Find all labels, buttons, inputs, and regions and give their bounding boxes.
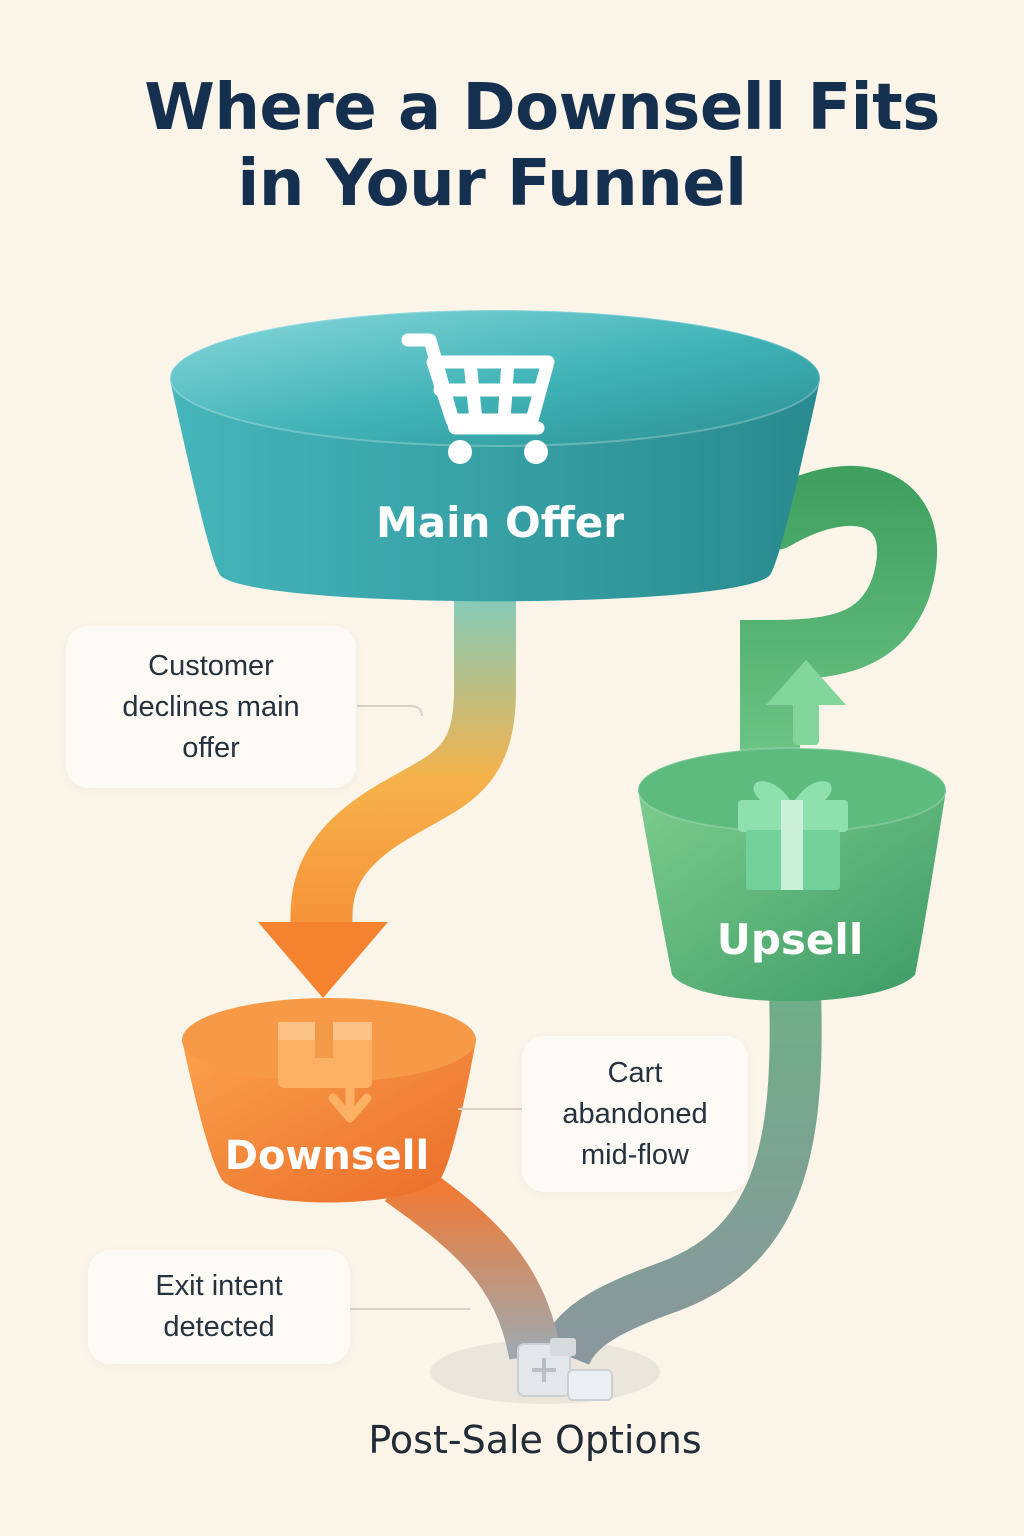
upsell-label: Upsell [716,915,864,964]
decline-stream [290,590,516,937]
upsell-funnel [637,747,947,1002]
trigger-text: Cart abandoned mid-flow [562,1056,708,1171]
shopping-cart-icon [401,333,555,435]
downsell-funnel [182,998,476,1203]
boxes-icon [517,1338,613,1401]
trigger-card-cart-abandoned: Cart abandoned mid-flow [522,1036,748,1192]
gift-icon [738,781,848,890]
upsell-output-stream [540,989,822,1366]
page-title: Where a Downsell Fits in Your Funnel [0,70,1024,222]
upsell-stream [740,466,937,790]
cart-wheel [448,440,472,464]
post-sale-label: Post-Sale Options [368,1418,702,1462]
trigger-text: Customer declines main offer [122,649,300,764]
connector-line [357,705,423,717]
main-offer-label: Main Offer [376,498,624,547]
downsell-label: Downsell [224,1133,430,1179]
decline-arrowhead [258,922,388,998]
title-line-2: in Your Funnel [237,147,747,221]
trigger-card-declines: Customer declines main offer [66,626,356,788]
trigger-text: Exit intent detected [155,1270,283,1343]
main-offer-funnel [169,309,821,602]
title-line-1: Where a Downsell Fits [144,71,940,145]
downsell-output-stream [384,1158,561,1361]
up-arrow-icon [766,660,846,745]
cart-wheel [524,440,548,464]
box-down-arrow-icon [278,1022,372,1123]
trigger-card-exit-intent: Exit intent detected [88,1250,350,1364]
